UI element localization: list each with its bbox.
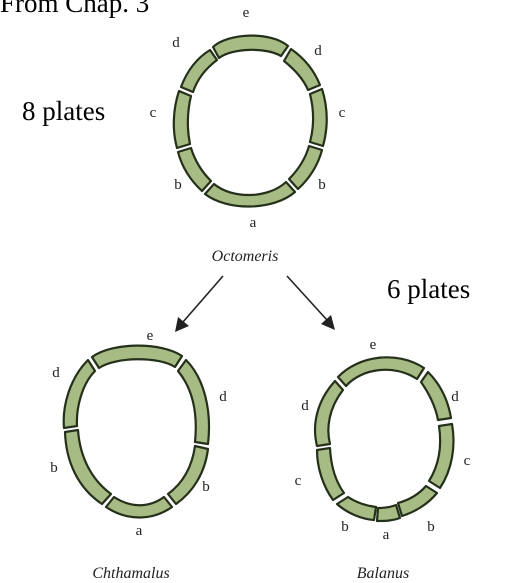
octomeris-plate-b-right — [287, 144, 324, 191]
balanus-label-a: a — [383, 527, 390, 543]
octomeris-label-a: a — [250, 215, 257, 231]
octomeris-species-name: Octomeris — [212, 248, 279, 265]
balanus-plate-c-left — [315, 446, 346, 502]
balanus-shell: e d d c c b a b Balanus — [295, 337, 471, 582]
chthamalus-label-d-left: d — [52, 365, 60, 381]
balanus-label-c-right: c — [464, 453, 471, 469]
chthamalus-plate-b-right — [166, 444, 210, 506]
balanus-species-name: Balanus — [357, 565, 409, 582]
balanus-plate-d-left — [313, 379, 345, 448]
balanus-plate-b-left — [335, 495, 378, 522]
octomeris-plate-b-left — [176, 146, 213, 193]
balanus-plate-c-right — [427, 422, 455, 490]
octomeris-plate-d-right — [282, 47, 322, 92]
balanus-plate-d-right — [419, 370, 453, 422]
six-plates-label: 6 plates — [387, 274, 471, 304]
octomeris-plate-c-left — [172, 89, 193, 150]
octomeris-shell: e d d c c b b a Octomeris — [150, 5, 346, 265]
balanus-plate-b-right — [396, 484, 439, 518]
arrow-to-balanus — [286, 275, 335, 330]
balanus-plate-a — [375, 503, 402, 523]
chthamalus-label-a: a — [136, 523, 143, 539]
octomeris-label-d-right: d — [314, 43, 322, 59]
header-text: From Chap. 3 — [0, 0, 150, 18]
eight-plates-label: 8 plates — [22, 96, 106, 126]
balanus-label-d-left: d — [301, 398, 309, 414]
octomeris-plate-a — [203, 180, 297, 208]
octomeris-plate-e — [211, 34, 290, 60]
chthamalus-plate-d-right — [176, 358, 211, 446]
chthamalus-label-b-left: b — [50, 460, 58, 476]
octomeris-plate-c-right — [308, 87, 328, 148]
chthamalus-label-d-right: d — [219, 389, 227, 405]
octomeris-plate-d-left — [179, 48, 219, 94]
chthamalus-species-name: Chthamalus — [92, 565, 169, 582]
chthamalus-plate-b-left — [63, 428, 113, 506]
balanus-label-b-left: b — [341, 519, 349, 535]
chthamalus-label-e: e — [147, 328, 154, 344]
balanus-label-d-right: d — [451, 389, 459, 405]
balanus-label-c-left: c — [295, 473, 302, 489]
balanus-label-b-right: b — [427, 519, 435, 535]
octomeris-label-c-right: c — [339, 105, 346, 121]
octomeris-label-d-left: d — [172, 35, 180, 51]
chthamalus-plate-e — [90, 344, 184, 370]
chthamalus-plate-a — [104, 495, 174, 519]
octomeris-label-c-left: c — [150, 105, 157, 121]
balanus-label-e: e — [370, 337, 377, 353]
balanus-plate-rostrum — [336, 356, 426, 388]
octomeris-label-e: e — [243, 5, 250, 21]
octomeris-label-b-right: b — [318, 177, 326, 193]
chthamalus-plate-d-left — [62, 358, 97, 430]
chthamalus-label-b-right: b — [202, 479, 210, 495]
arrow-to-chthamalus — [175, 275, 224, 332]
octomeris-label-b-left: b — [174, 177, 182, 193]
chthamalus-shell: e d d b b a Chthamalus — [50, 328, 227, 582]
